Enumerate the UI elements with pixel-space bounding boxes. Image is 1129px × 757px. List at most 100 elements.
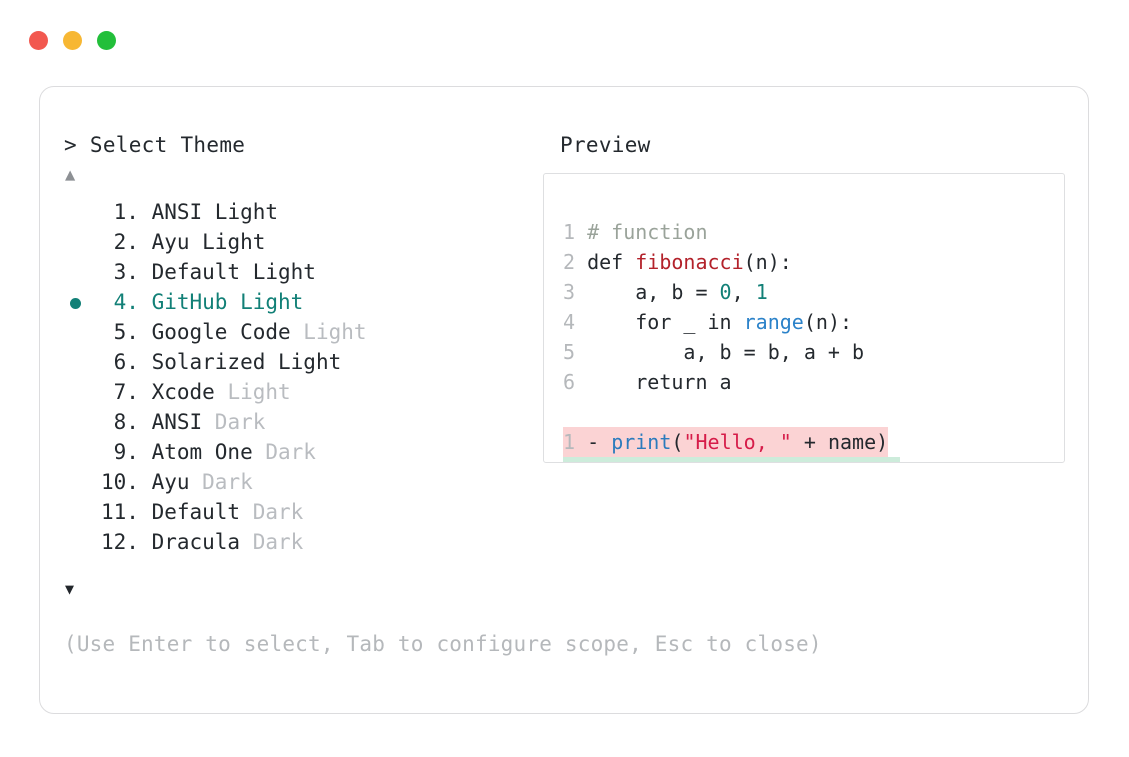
theme-list-item[interactable]: 6. Solarized Light xyxy=(64,347,524,377)
minimize-dot[interactable] xyxy=(63,31,82,50)
theme-item-label: 10. Ayu Dark xyxy=(101,467,253,497)
code-token: 1 xyxy=(755,280,768,304)
maximize-dot[interactable] xyxy=(97,31,116,50)
code-token: ( xyxy=(671,460,683,462)
theme-list-item[interactable]: 3. Default Light xyxy=(64,257,524,287)
selected-bullet-icon xyxy=(70,478,81,489)
code-line: 5 a, b = b, a + b xyxy=(563,337,900,367)
theme-item-number: 2. xyxy=(101,230,152,254)
theme-list-item[interactable]: 1. ANSI Light xyxy=(64,197,524,227)
theme-item-variant: Light xyxy=(214,200,279,224)
line-number: 6 xyxy=(563,370,588,394)
theme-item-variant: Light xyxy=(227,380,291,404)
diff-sign: + xyxy=(587,460,611,462)
theme-item-number: 6. xyxy=(101,350,152,374)
theme-item-name: GitHub xyxy=(151,290,241,314)
theme-list-item[interactable]: 8. ANSI Dark xyxy=(64,407,524,437)
code-token: , xyxy=(731,280,756,304)
theme-list-item[interactable]: 9. Atom One Dark xyxy=(64,437,524,467)
theme-item-label: 1. ANSI Light xyxy=(101,197,278,227)
theme-list: 1. ANSI Light 2. Ayu Light 3. Default Li… xyxy=(64,197,524,557)
code-token: range xyxy=(743,310,804,334)
code-token: return a xyxy=(587,370,732,394)
theme-item-number: 5. xyxy=(101,320,152,344)
window-traffic-lights xyxy=(29,31,116,50)
theme-item-name: Xcode xyxy=(151,380,228,404)
code-token: {name} xyxy=(792,460,864,462)
theme-list-item[interactable]: 7. Xcode Light xyxy=(64,377,524,407)
code-line: 6 return a xyxy=(563,367,900,397)
theme-item-label: 11. Default Dark xyxy=(101,497,303,527)
code-spacer xyxy=(563,397,900,427)
selected-bullet-icon xyxy=(70,418,81,429)
theme-item-label: 5. Google Code Light xyxy=(101,317,367,347)
theme-list-item[interactable]: 10. Ayu Dark xyxy=(64,467,524,497)
theme-item-label: 7. Xcode Light xyxy=(101,377,291,407)
selected-bullet-icon xyxy=(70,328,81,339)
theme-item-variant: Dark xyxy=(214,410,266,434)
line-number: 1 xyxy=(563,460,587,462)
code-line: 4 for _ in range(n): xyxy=(563,307,900,337)
theme-item-label: 9. Atom One Dark xyxy=(101,437,316,467)
theme-item-name: Ayu xyxy=(151,470,203,494)
theme-item-name: Dracula xyxy=(151,530,253,554)
code-token: print xyxy=(611,460,671,462)
line-number: 3 xyxy=(563,280,588,304)
theme-item-number: 7. xyxy=(101,380,152,404)
line-number: 2 xyxy=(563,250,588,274)
theme-item-name: ANSI xyxy=(151,200,215,224)
line-number: 4 xyxy=(563,310,588,334)
theme-item-variant: Light xyxy=(202,230,266,254)
theme-item-variant: Light xyxy=(252,260,316,284)
scroll-up-icon[interactable]: ▲ xyxy=(65,165,76,185)
code-token: # function xyxy=(587,220,708,244)
code-token: a, b = b, a + b xyxy=(587,340,865,364)
theme-item-label: 3. Default Light xyxy=(101,257,316,287)
theme-item-name: Ayu xyxy=(151,230,203,254)
code-token: ) xyxy=(888,460,900,462)
diff-sign: - xyxy=(587,430,612,454)
theme-list-item[interactable]: 11. Default Dark xyxy=(64,497,524,527)
code-token: "Hello, " xyxy=(683,430,792,454)
theme-item-name: Atom One xyxy=(151,440,266,464)
selected-bullet-icon xyxy=(70,388,81,399)
theme-item-label: 12. Dracula Dark xyxy=(101,527,303,557)
theme-item-number: 8. xyxy=(101,410,152,434)
theme-item-variant: Dark xyxy=(252,500,304,524)
theme-item-variant: Dark xyxy=(252,530,304,554)
theme-item-number: 11. xyxy=(101,500,152,524)
theme-item-number: 10. xyxy=(101,470,152,494)
page-title: > Select Theme xyxy=(64,133,246,157)
code-token: + name) xyxy=(791,430,889,454)
selected-bullet-icon xyxy=(70,538,81,549)
code-token: 0 xyxy=(719,280,732,304)
theme-item-variant: Dark xyxy=(202,470,253,494)
theme-item-variant: Light xyxy=(240,290,304,314)
code-line: 2 def fibonacci(n): xyxy=(563,247,900,277)
theme-list-item[interactable]: 12. Dracula Dark xyxy=(64,527,524,557)
selected-bullet-icon xyxy=(70,298,81,309)
code-token: for _ in xyxy=(587,310,744,334)
selected-bullet-icon xyxy=(70,268,81,279)
code-token: (n): xyxy=(803,310,853,334)
code-token: fibonacci xyxy=(635,250,744,274)
theme-item-name: Google Code xyxy=(151,320,304,344)
diff-line-removed: 1 - print("Hello, " + name) xyxy=(563,427,889,457)
theme-list-item[interactable]: 5. Google Code Light xyxy=(64,317,524,347)
theme-list-item[interactable]: 2. Ayu Light xyxy=(64,227,524,257)
code-token: a, b = xyxy=(587,280,720,304)
keyboard-hint: (Use Enter to select, Tab to configure s… xyxy=(64,632,822,656)
selected-bullet-icon xyxy=(70,238,81,249)
code-line: 1 # function xyxy=(563,217,900,247)
theme-item-number: 3. xyxy=(101,260,152,284)
theme-list-item[interactable]: 4. GitHub Light xyxy=(64,287,524,317)
line-number: 1 xyxy=(563,220,588,244)
theme-item-name: ANSI xyxy=(151,410,215,434)
theme-item-name: Default xyxy=(151,500,253,524)
close-dot[interactable] xyxy=(29,31,48,50)
line-number: 1 xyxy=(563,430,588,454)
theme-item-name: Solarized xyxy=(151,350,279,374)
scroll-down-icon[interactable]: ▼ xyxy=(65,580,75,598)
theme-item-label: 8. ANSI Dark xyxy=(101,407,266,437)
